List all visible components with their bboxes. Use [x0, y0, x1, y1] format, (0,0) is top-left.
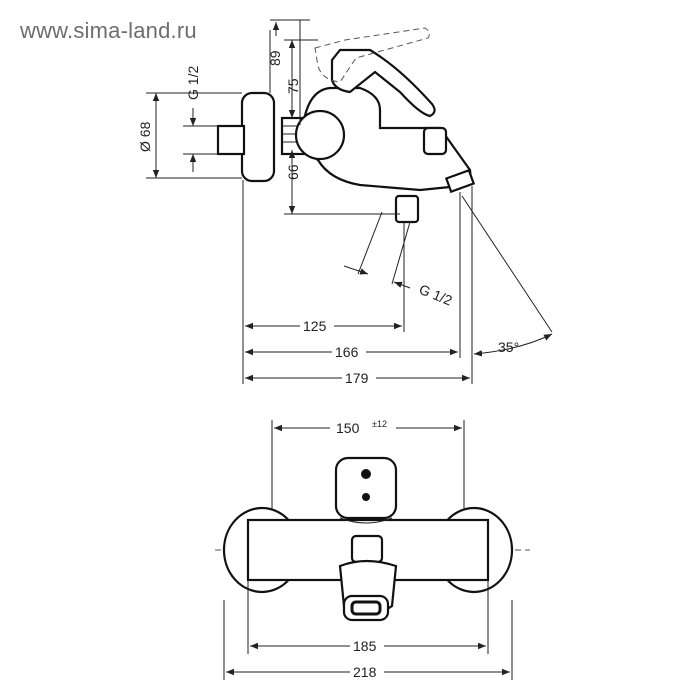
- lever-handle: [330, 48, 436, 118]
- label-d150: 150: [336, 420, 360, 436]
- front-view: 150 ±12 185 218: [215, 418, 530, 680]
- label-angle: 35°: [498, 339, 519, 355]
- label-h66: 66: [285, 164, 301, 180]
- aerator-mesh: [350, 600, 382, 616]
- angle-arc-35: [473, 333, 553, 357]
- side-view: Ø 68 G 1/2 89 75 66 G 1/2 125: [137, 19, 553, 386]
- front-lever: [334, 456, 398, 520]
- mixer-ball: [294, 109, 346, 161]
- label-d125: 125: [303, 318, 327, 334]
- label-d218: 218: [353, 664, 377, 680]
- label-h75: 75: [285, 78, 301, 94]
- label-h89: 89: [267, 50, 283, 66]
- site-watermark: www.sima-land.ru: [20, 18, 197, 43]
- lever-raised-outline: [314, 27, 430, 83]
- diverter-knob: [422, 126, 448, 156]
- label-g-bottom: G 1/2: [417, 281, 455, 309]
- bottom-outlet: [394, 194, 420, 224]
- label-g-top: G 1/2: [185, 66, 201, 100]
- front-diverter-knob: [350, 534, 384, 564]
- label-d185: 185: [353, 638, 377, 654]
- wall-rosette: [240, 91, 276, 183]
- lever-indicator-blue: [362, 493, 370, 501]
- label-dia68: Ø 68: [137, 121, 153, 152]
- inlet-pipe: [216, 124, 246, 156]
- label-d179: 179: [345, 370, 369, 386]
- label-tol150: ±12: [372, 419, 387, 429]
- spout-aerator: [444, 168, 476, 194]
- dimension-line-g-bottom-right: [393, 281, 411, 289]
- lever-indicator-red: [361, 469, 371, 479]
- dimension-line-g-bottom-left: [343, 265, 369, 275]
- label-d166: 166: [335, 344, 359, 360]
